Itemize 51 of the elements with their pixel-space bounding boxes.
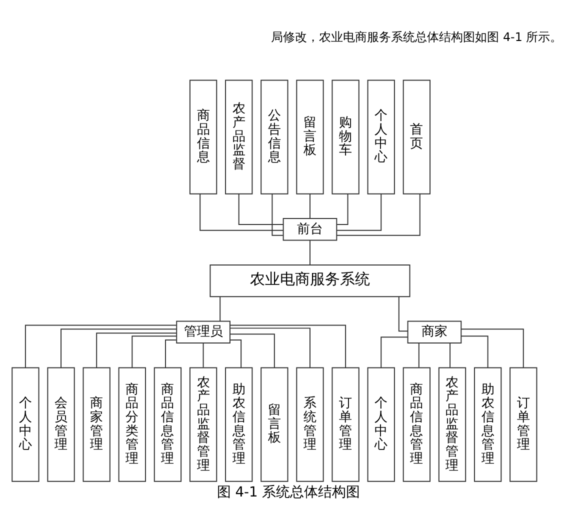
connector <box>220 296 221 322</box>
connector <box>96 332 177 368</box>
node-box: 管理员 <box>176 320 230 343</box>
connector <box>132 335 177 368</box>
connector <box>380 336 408 368</box>
connector <box>336 192 420 236</box>
connector <box>336 193 382 230</box>
node-box: 购物车 <box>332 79 360 194</box>
connector <box>238 192 284 224</box>
connector <box>230 327 310 368</box>
node-box: 订单管理 <box>510 366 538 482</box>
node-box: 农产品监督管理 <box>438 366 466 482</box>
node-box: 留言板 <box>260 366 288 482</box>
connector <box>398 296 408 332</box>
node-box: 商品信息 <box>189 79 218 194</box>
connector <box>165 339 177 368</box>
connector <box>460 328 524 368</box>
node-box: 公告信息 <box>260 79 288 194</box>
node-box: 助农信息管理 <box>225 366 253 482</box>
node-box: 系统管理 <box>296 366 324 482</box>
connector <box>450 342 451 368</box>
node-box: 前台 <box>282 218 338 240</box>
node-box: 商家 <box>407 320 462 343</box>
connector <box>272 192 284 236</box>
label: 局修改，农业电商服务系统总体结构图如图 4-1 所示。 <box>271 29 562 44</box>
node-box: 商品信息管理 <box>402 366 431 482</box>
node-box: 个人中心 <box>367 79 395 194</box>
connector <box>60 328 178 368</box>
connector <box>202 342 204 368</box>
node-box: 会员管理 <box>47 366 75 482</box>
connector <box>336 192 348 224</box>
node-box: 个人中心 <box>12 366 40 482</box>
connector <box>200 193 284 230</box>
caption: 图 4-1 系统总体结构图 <box>216 484 360 500</box>
node-box: 助农信息管理 <box>474 366 502 482</box>
node-box: 留言板 <box>296 79 324 194</box>
connector <box>230 333 275 368</box>
connector <box>230 324 346 368</box>
node-box: 商家管理 <box>82 366 110 482</box>
node-box: 农产品监督 <box>225 79 253 194</box>
node-box: 商品分类管理 <box>118 366 146 482</box>
node-box: 首页 <box>402 79 431 194</box>
node-box: 农产品监督管理 <box>189 366 218 482</box>
connector <box>418 342 420 368</box>
node-box: 订单管理 <box>332 366 360 482</box>
connector <box>460 335 488 368</box>
node-box: 农业电商服务系统 <box>210 264 410 297</box>
node-box: 个人中心 <box>367 366 395 482</box>
connector <box>24 324 177 368</box>
node-box: 商品信息管理 <box>154 366 182 482</box>
connector <box>230 339 242 368</box>
